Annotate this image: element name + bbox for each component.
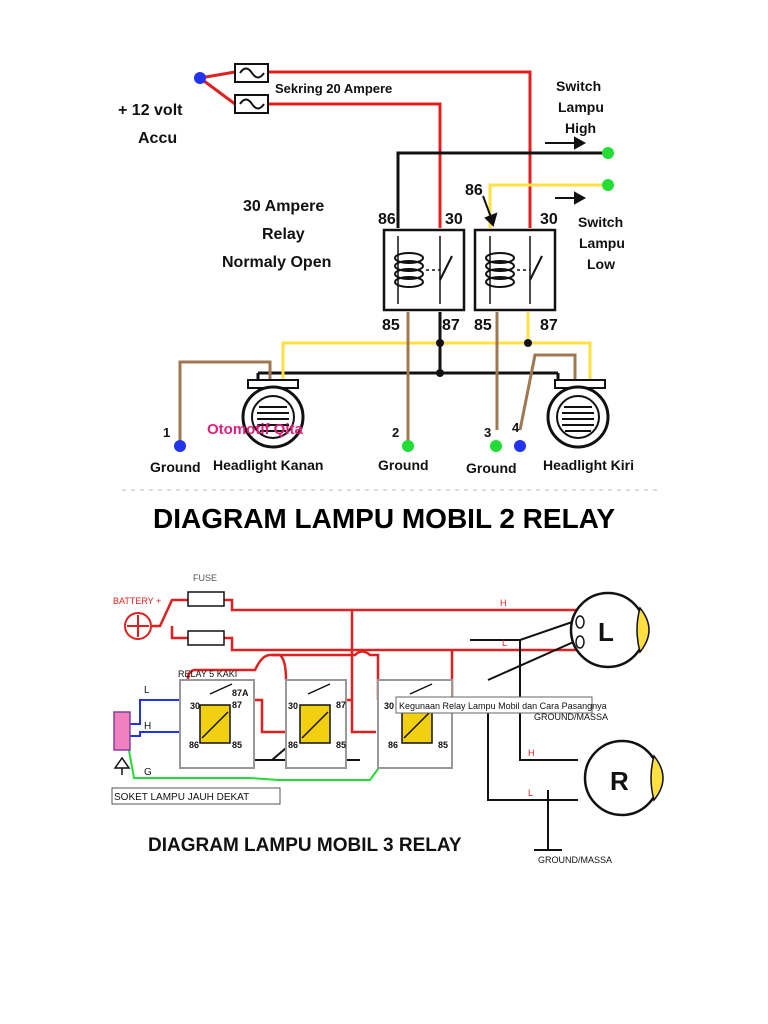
fuse-icon-3	[187, 591, 225, 646]
battery-label: BATTERY +	[113, 596, 161, 606]
ground-1-terminal-icon	[174, 440, 186, 452]
fuse-icon	[234, 63, 269, 114]
point-2-label: 2	[392, 425, 399, 440]
relay-left	[382, 228, 466, 312]
ground-1-label: Ground	[150, 459, 201, 475]
diagram-3-relay-title: DIAGRAM LAMPU MOBIL 3 RELAY	[148, 835, 462, 856]
pin-87-left: 87	[442, 317, 460, 334]
watermark-otomotif-qita: Otomotif Qita	[207, 421, 303, 438]
ground-2-terminal-icon	[402, 440, 414, 452]
battery-icon	[124, 612, 152, 640]
pin-86-left: 86	[378, 211, 396, 228]
point-1-label: 1	[163, 425, 170, 440]
wire-l-label-left: L	[144, 685, 150, 696]
pin-85-r3: 85	[438, 740, 448, 750]
point-4-label: 4	[512, 420, 520, 435]
ground-massa-bottom: GROUND/MASSA	[538, 855, 612, 865]
pin-30-r1: 30	[190, 701, 200, 711]
switch-low-line1: Switch	[578, 214, 623, 230]
relay-desc-line3: Normaly Open	[222, 254, 331, 271]
battery-terminal-icon	[194, 72, 206, 84]
relay-desc-line1: 30 Ampere	[243, 198, 324, 215]
relay-1	[179, 679, 255, 769]
tooltip-text: Kegunaan Relay Lampu Mobil dan Cara Pasa…	[399, 701, 607, 711]
headlight-kiri-icon	[546, 379, 610, 449]
diagram-3-relay: Kegunaan Relay Lampu Mobil dan Cara Pasa…	[111, 573, 664, 865]
tooltip: Kegunaan Relay Lampu Mobil dan Cara Pasa…	[395, 696, 607, 714]
pin-86-r1: 86	[189, 740, 199, 750]
point-3-label: 3	[484, 425, 491, 440]
ground-massa-top: GROUND/MASSA	[534, 712, 608, 722]
pin-85-r1: 85	[232, 740, 242, 750]
pin-85-left: 85	[382, 317, 400, 334]
relay-5-kaki-label: RELAY 5 KAKI	[178, 669, 237, 679]
lamp-l-label: L	[598, 617, 614, 647]
diagram-2-relay-title: DIAGRAM LAMPU MOBIL 2 RELAY	[152, 503, 616, 534]
fuse-label: Sekring 20 Ampere	[275, 81, 392, 96]
ground-3-terminal-icon	[490, 440, 502, 452]
relay-3	[377, 679, 453, 769]
switch-high-line1: Switch	[556, 78, 601, 94]
pin-86-right: 86	[465, 182, 483, 199]
switch-low-line2: Lampu	[579, 235, 625, 251]
lamp-r-icon	[583, 739, 664, 817]
junction-dots	[436, 339, 532, 377]
headlight-kanan-icon	[241, 379, 305, 449]
fuse-label-3: FUSE	[193, 573, 217, 583]
pin-87-right: 87	[540, 317, 558, 334]
blue-wires-3	[128, 699, 186, 737]
wire-h-label-top: H	[500, 598, 507, 608]
pin-87-r2: 87	[336, 700, 346, 710]
pin-87a-r1: 87A	[232, 688, 249, 698]
wire-l-label-bottom: L	[528, 788, 533, 798]
switch-high-line3: High	[565, 120, 596, 136]
socket-label: SOKET LAMPU JAUH DEKAT	[114, 792, 249, 803]
accu-label-line2: Accu	[138, 130, 177, 147]
lamp-l-icon	[569, 591, 650, 669]
wire-g-label: G	[144, 767, 152, 778]
ground-3-label: Ground	[466, 460, 517, 476]
wire-h-label-left: H	[144, 721, 151, 732]
switch-high-line2: Lampu	[558, 99, 604, 115]
pin-86-r2: 86	[288, 740, 298, 750]
relay-desc-line2: Relay	[262, 226, 305, 243]
pin-85-right: 85	[474, 317, 492, 334]
wire-h-label-bottom: H	[528, 748, 535, 758]
wire-l-label-top: L	[502, 638, 507, 648]
headlight-kiri-label: Headlight Kiri	[543, 457, 634, 473]
ground-2-label: Ground	[378, 457, 429, 473]
headlight-kanan-label: Headlight Kanan	[213, 457, 323, 473]
red-wires	[199, 70, 532, 228]
relay-2	[285, 679, 347, 769]
accu-label-line1: + 12 volt	[118, 102, 183, 119]
pin-30-r2: 30	[288, 701, 298, 711]
pin-30-r3: 30	[384, 701, 394, 711]
arrow-icons	[482, 136, 587, 227]
lamp-r-label: R	[610, 766, 629, 796]
switch-high-terminal-icon	[602, 147, 614, 159]
socket-icon	[111, 711, 281, 805]
pin-30-right: 30	[540, 211, 558, 228]
diagram-2-relay: Sekring 20 Ampere + 12 volt Accu Switch …	[118, 63, 660, 491]
relay-right	[473, 228, 557, 312]
pin-85-r2: 85	[336, 740, 346, 750]
ground-4-terminal-icon	[514, 440, 526, 452]
pin-86-r3: 86	[388, 740, 398, 750]
pin-30-left: 30	[445, 211, 463, 228]
brown-wires	[178, 312, 577, 443]
switch-low-line3: Low	[587, 256, 615, 272]
pin-87-r1: 87	[232, 700, 242, 710]
switch-low-terminal-icon	[602, 179, 614, 191]
red-wires-3	[152, 598, 578, 734]
